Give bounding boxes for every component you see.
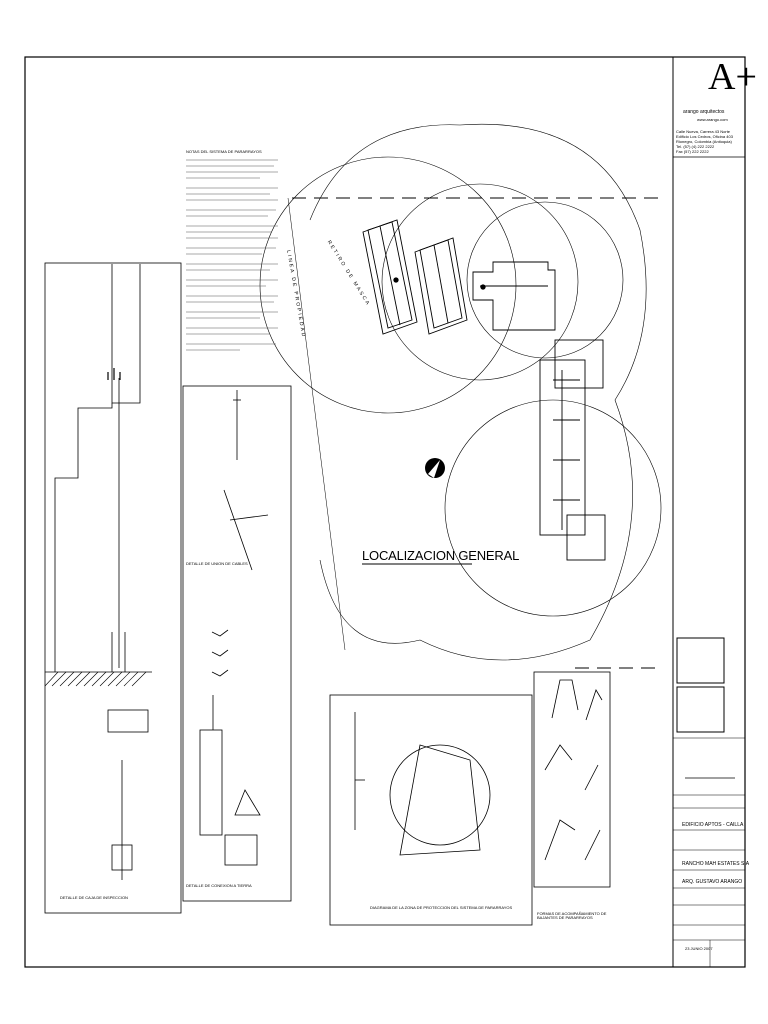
detail-title-protection-zone: DIAGRAMA DE LA ZONA DE PROTECCION DEL SI… xyxy=(370,905,513,910)
project-name: EDIFICIO APTOS - CAILLA xyxy=(682,822,744,828)
north-arrow-icon xyxy=(425,458,445,478)
owner-name: RANCHO MAH ESTATES S.A xyxy=(682,861,750,867)
detail-title-inspection-box: DETALLE DE CAJA DE INSPECCION xyxy=(60,895,128,900)
sheet-date: 23 JUNIO 2007 xyxy=(685,946,713,951)
notes-heading: NOTAS DEL SISTEMA DE PARARRAYOS xyxy=(186,149,262,154)
detail-title-ground-connection: DETALLE DE CONEXION A TIERRA xyxy=(186,883,252,888)
firm-address-4: Tel. (57) (4) 222 2222 xyxy=(676,144,715,149)
firm-logo: A+ xyxy=(708,56,757,98)
architect-name: ARQ. GUSTAVO ARANGO xyxy=(682,879,743,885)
drawing-title: LOCALIZACION GENERAL xyxy=(362,548,520,563)
firm-address-2: Edificio Los Cedros, Oficina 403 xyxy=(676,134,733,139)
firm-address-5: Fax (57) 222 2222 xyxy=(676,149,709,154)
firm-address-1: Calle Nueva, Carrera 43 Norte xyxy=(676,129,731,134)
firm-address-3: Rionegro, Colombia (Antioquia) xyxy=(676,139,732,144)
firm-web: www.arango.com xyxy=(697,117,728,122)
detail-title-downlead-forms: FORMAS DE ACOMPAÑAMIENTO DE BAJANTES DE … xyxy=(537,911,607,920)
firm-name: arango arquitectos xyxy=(683,109,725,115)
detail-title-cable-union: DETALLE DE UNION DE CABLES xyxy=(186,561,248,566)
